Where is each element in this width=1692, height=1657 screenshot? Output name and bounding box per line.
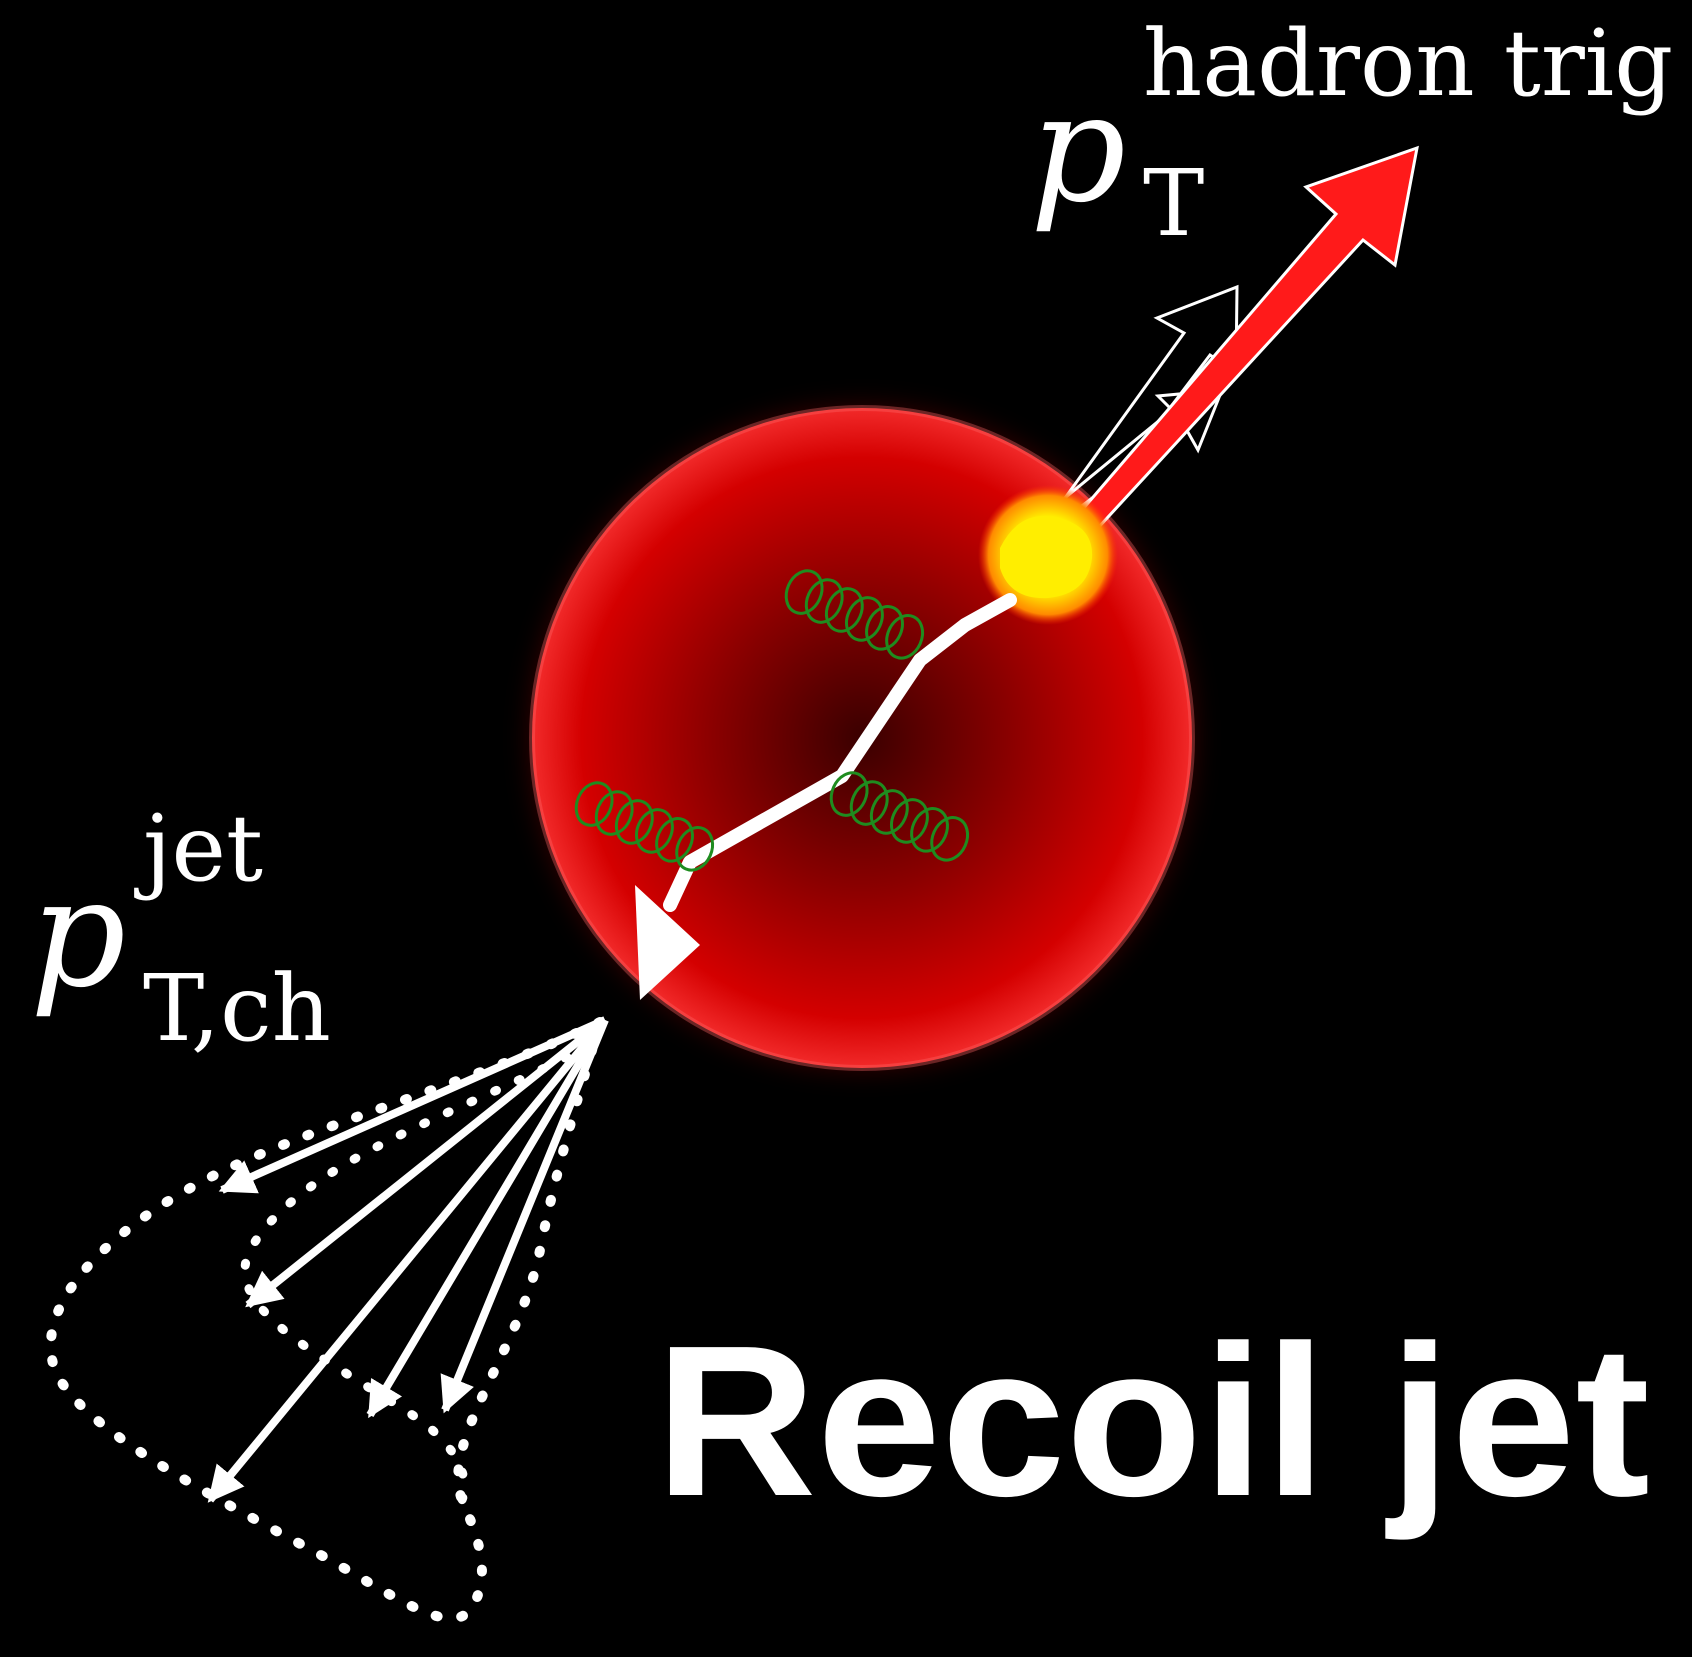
diagram-title: Recoil jet xyxy=(655,1300,1650,1541)
recoil-jet-cone xyxy=(51,1020,605,1618)
svg-text:p: p xyxy=(30,847,126,1021)
svg-text:p: p xyxy=(1030,62,1126,236)
jet-label-base: p xyxy=(30,847,126,1021)
jet-track-2 xyxy=(248,1020,605,1305)
jet-label-superscript: jet xyxy=(134,795,263,902)
jet-track-3 xyxy=(210,1020,605,1500)
jet-cone-inner-dots xyxy=(245,1045,590,1500)
jet-track-4 xyxy=(370,1020,605,1415)
trigger-label-base: p xyxy=(1030,62,1126,236)
jet-label-subscript: T,ch xyxy=(143,955,331,1062)
jet-cone-outline xyxy=(51,1022,600,1618)
trigger-label-subscript: T xyxy=(1143,150,1204,257)
trigger-label-superscript: hadron trig xyxy=(1143,10,1673,117)
jet-particle-arrows xyxy=(210,1020,605,1500)
jet-momentum-label: p jet T,ch xyxy=(30,795,331,1062)
